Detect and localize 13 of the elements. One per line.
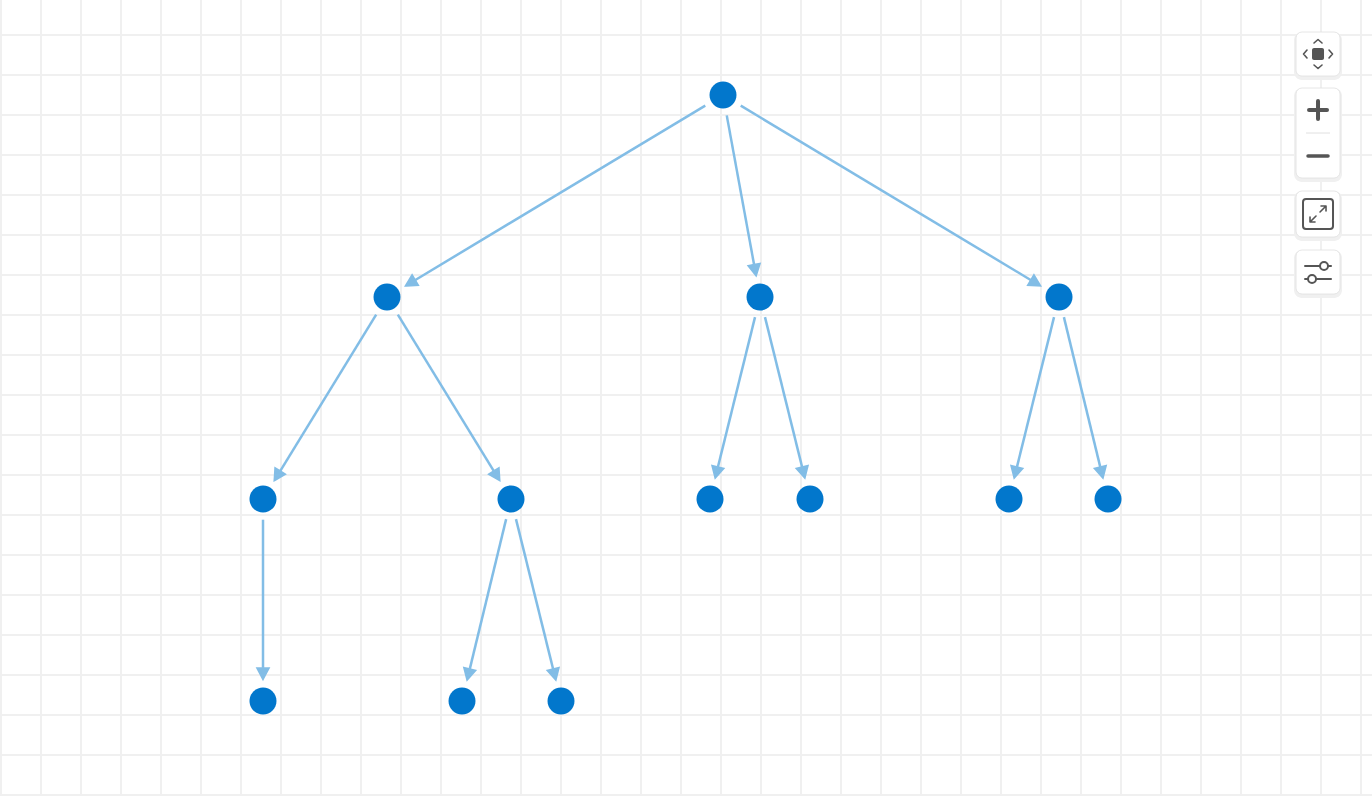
circle-node [1094, 485, 1122, 513]
circle-node [249, 687, 277, 715]
circle-node [373, 283, 401, 311]
circle-node [249, 485, 277, 513]
circle-node [995, 485, 1023, 513]
circle-node [746, 283, 774, 311]
circle-node [1045, 283, 1073, 311]
circle-node [547, 687, 575, 715]
circle-node [497, 485, 525, 513]
circle-node [696, 485, 724, 513]
circle-node [709, 81, 737, 109]
circle-node [796, 485, 824, 513]
circle-node [448, 687, 476, 715]
